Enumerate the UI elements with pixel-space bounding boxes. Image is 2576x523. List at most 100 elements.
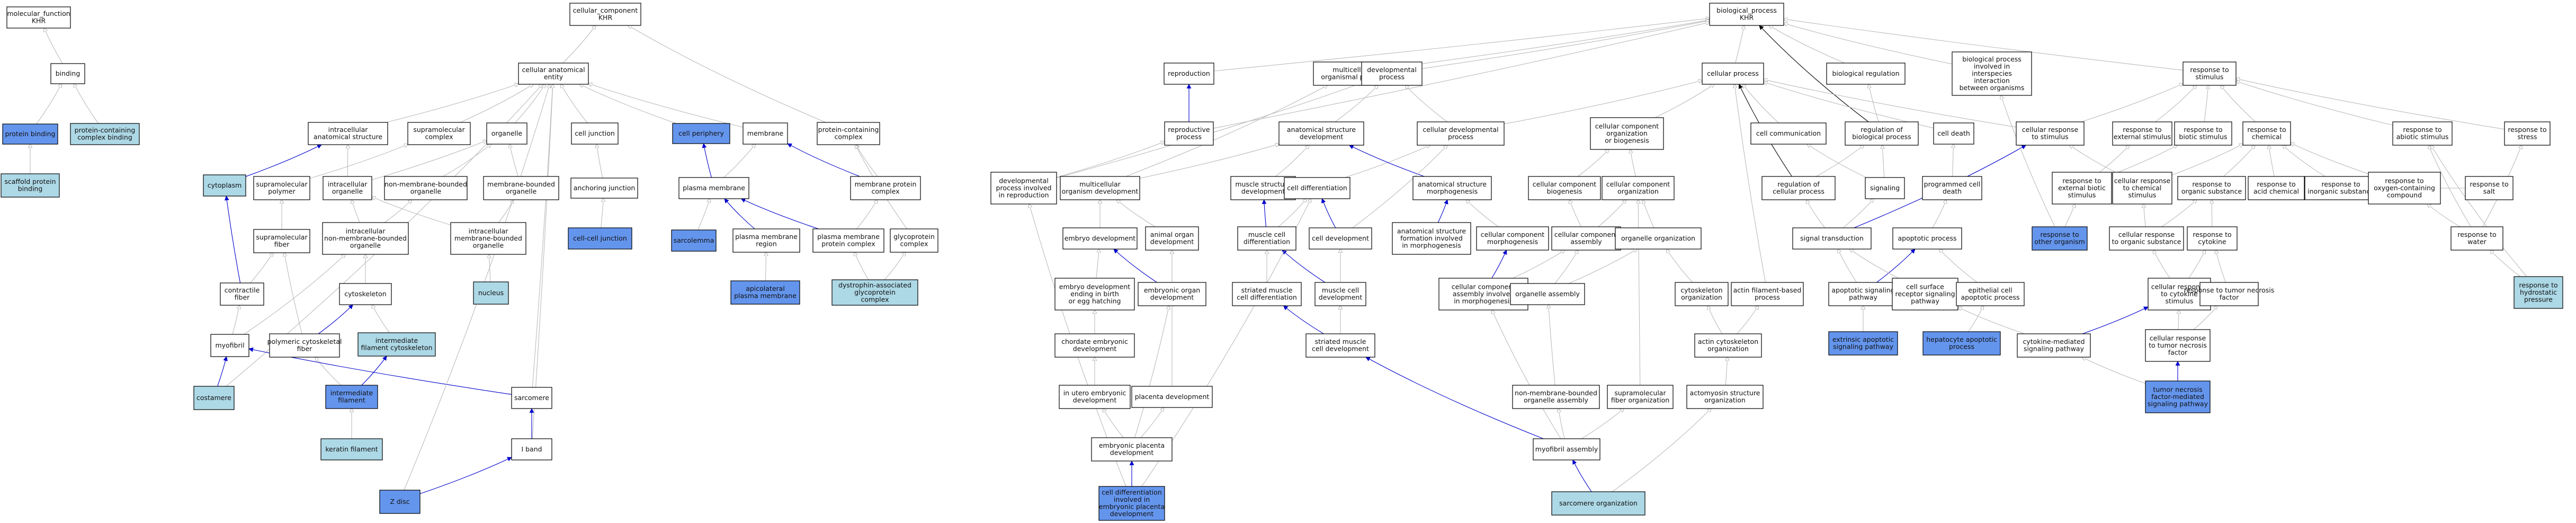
- term-node-sarcolemma[interactable]: sarcolemma: [671, 229, 717, 252]
- term-node-organelle[interactable]: organelle: [486, 122, 527, 145]
- term-node-cell-cell-junction[interactable]: cell-cell junction: [568, 227, 632, 250]
- term-node-organelle-assembly[interactable]: organelle assembly: [1510, 283, 1585, 305]
- term-node-biological-regulation[interactable]: biological regulation: [1826, 63, 1906, 85]
- term-node-binding[interactable]: binding: [50, 63, 85, 84]
- term-node-cellular-process[interactable]: cellular process: [1702, 63, 1764, 85]
- term-node-cell-periphery[interactable]: cell periphery: [672, 123, 730, 144]
- term-node-sarcomere-organization[interactable]: sarcomere organization: [1551, 491, 1645, 516]
- term-node-cell-communication[interactable]: cell communication: [1750, 122, 1827, 145]
- term-node-z-disc[interactable]: Z disc: [379, 490, 421, 514]
- term-node-organelle-organization[interactable]: organelle organization: [1615, 227, 1702, 250]
- term-node-signal-transduction[interactable]: signal transduction: [1792, 227, 1872, 250]
- term-node-cell-differentiation[interactable]: cell differentiation: [1284, 177, 1350, 199]
- term-node-cell-junction[interactable]: cell junction: [571, 122, 619, 145]
- term-node-cytoplasm[interactable]: cytoplasm: [203, 174, 246, 197]
- term-node-nucleus[interactable]: nucleus: [473, 281, 509, 305]
- term-node-myofibril-assembly[interactable]: myofibril assembly: [1533, 438, 1600, 460]
- term-node-apoptotic-process[interactable]: apoptotic process: [1892, 227, 1962, 250]
- term-node-protein-binding[interactable]: protein binding: [2, 123, 58, 145]
- term-node-cell-development[interactable]: cell development: [1309, 227, 1372, 250]
- term-node-intracellular-non-membrane-bounded-organelle[interactable]: intracellularnon-membrane-boundedorganel…: [322, 222, 409, 255]
- term-node-costamere[interactable]: costamere: [193, 386, 235, 410]
- term-node-keratin-filament[interactable]: keratin filament: [320, 438, 383, 460]
- term-node-placenta-development[interactable]: placenta development: [1131, 386, 1213, 408]
- term-node-membrane[interactable]: membrane: [743, 122, 788, 145]
- term-node-signaling[interactable]: signaling: [1865, 177, 1905, 199]
- term-node-embryo-development[interactable]: embryo development: [1062, 227, 1138, 250]
- term-node-myofibril[interactable]: myofibril: [210, 334, 249, 357]
- term-node-i-band[interactable]: I band: [511, 438, 552, 460]
- term-node-sarcomere[interactable]: sarcomere: [511, 387, 552, 409]
- term-node-cytoskeleton[interactable]: cytoskeleton: [339, 283, 392, 305]
